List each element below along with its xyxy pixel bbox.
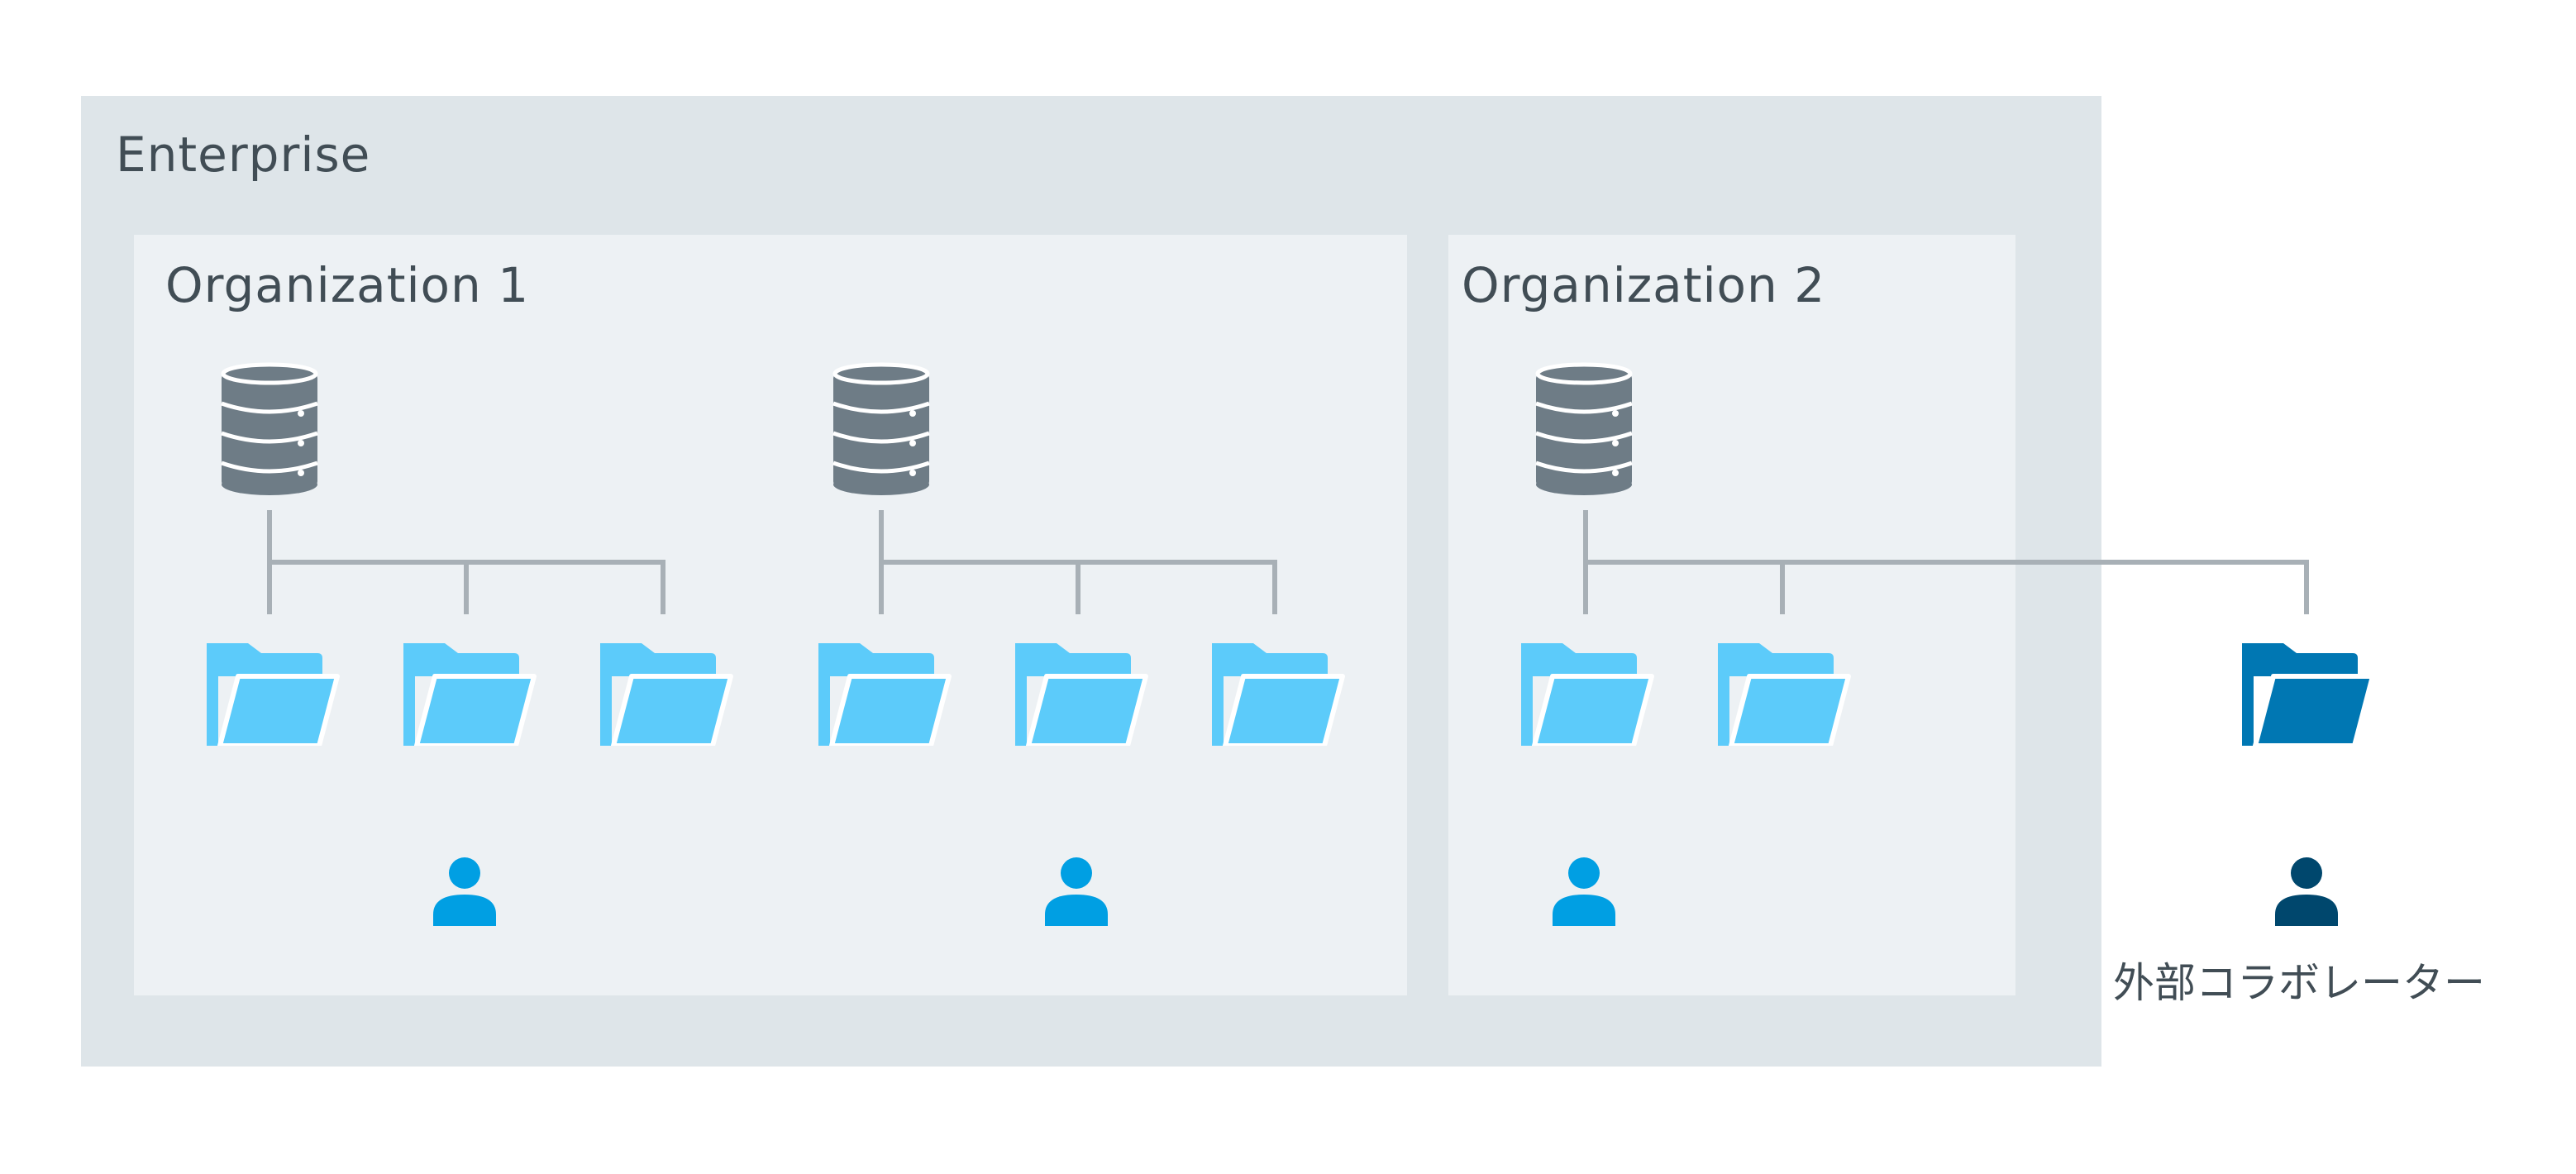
folder-icon xyxy=(818,643,952,746)
database-icon xyxy=(221,362,318,495)
connector-group-2 xyxy=(879,510,1277,614)
external-user-icon xyxy=(2275,857,2338,926)
folder-icon xyxy=(600,643,733,746)
folder-icon xyxy=(207,643,340,746)
organization-1-container xyxy=(134,235,1407,995)
organization-1-label: Organization 1 xyxy=(165,257,530,313)
folder-icon xyxy=(403,643,537,746)
folder-icon xyxy=(1212,643,1345,746)
external-collaborator-label: 外部コラボレーター xyxy=(2113,959,2485,1007)
folder-icon xyxy=(1718,643,1851,746)
organization-2-container xyxy=(1448,235,2015,995)
database-icon xyxy=(832,362,930,495)
folder-icon xyxy=(1015,643,1148,746)
user-icon xyxy=(433,857,496,926)
user-icon xyxy=(1045,857,1108,926)
organization-2-label: Organization 2 xyxy=(1462,257,1826,313)
enterprise-label: Enterprise xyxy=(116,126,371,183)
database-icon xyxy=(1535,362,1633,495)
user-icon xyxy=(1553,857,1615,926)
connector-group-1 xyxy=(267,510,665,614)
connector-group-3 xyxy=(1583,510,2309,614)
external-folder-icon xyxy=(2242,643,2375,746)
folder-icon xyxy=(1521,643,1654,746)
